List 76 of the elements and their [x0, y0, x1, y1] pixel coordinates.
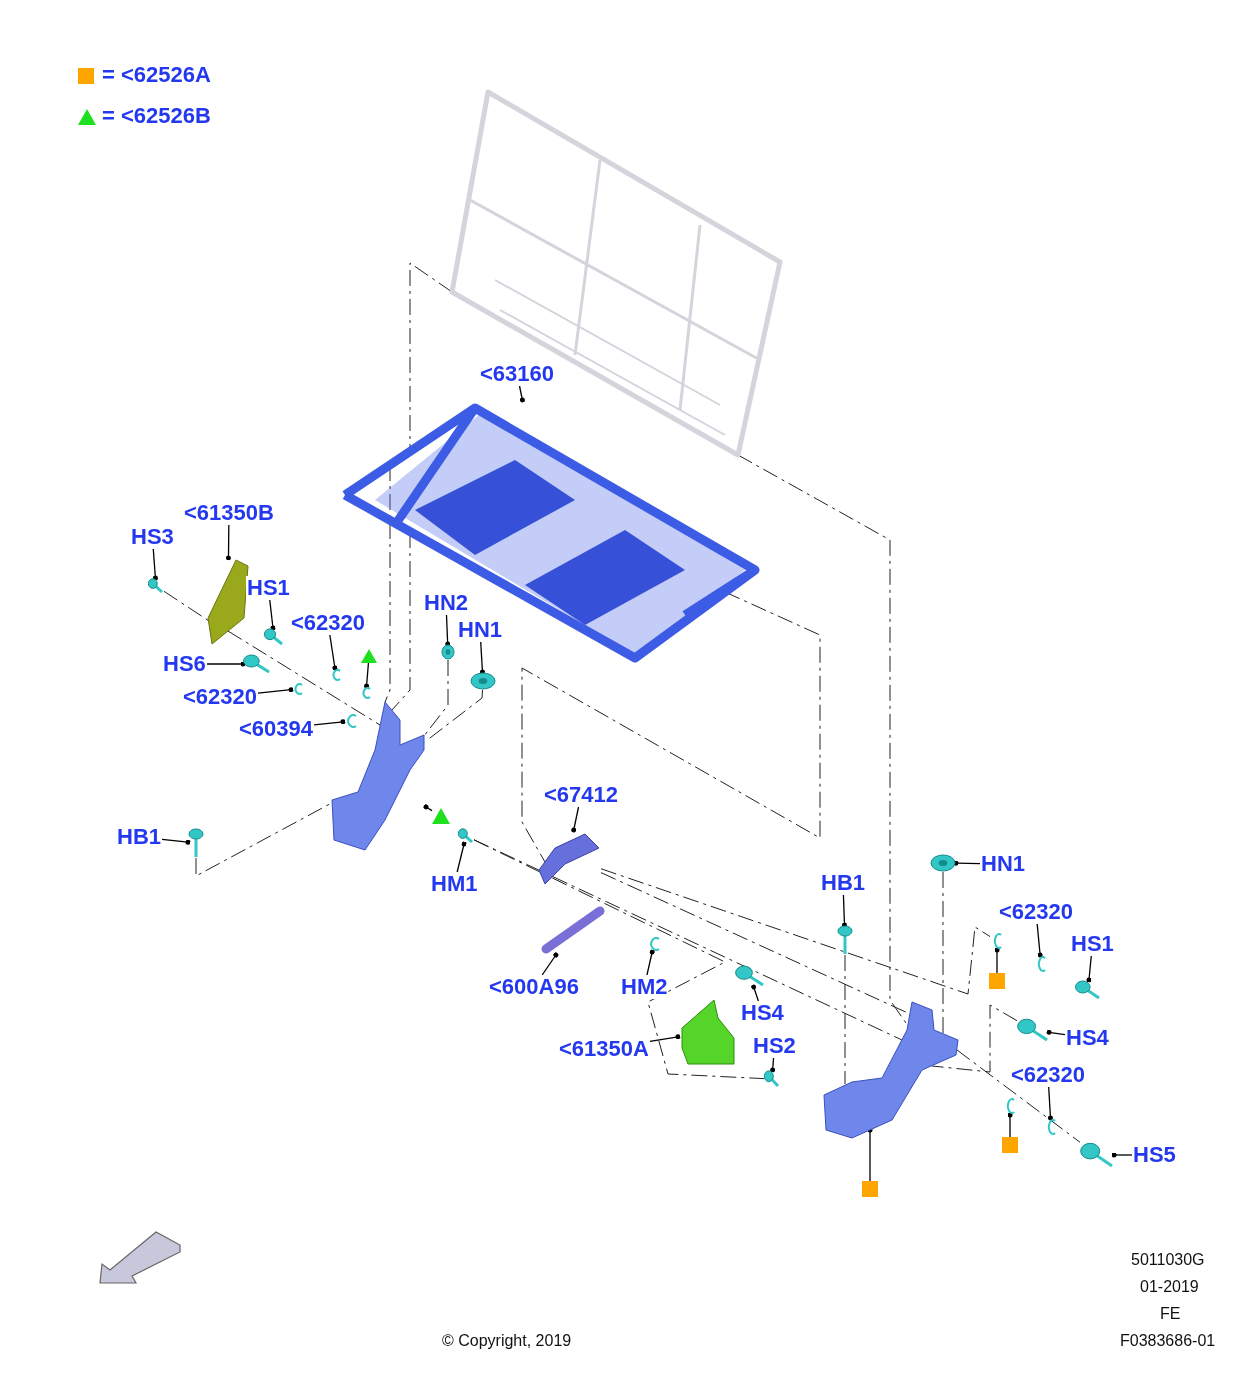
- clip-icon: [291, 682, 305, 696]
- drawing-code: 01-2019: [1140, 1277, 1199, 1297]
- square-marker: [1002, 1137, 1018, 1153]
- side-cover-drawing: [678, 998, 736, 1066]
- leader-line: [423, 804, 433, 812]
- assembly-line: [931, 1004, 1018, 1073]
- bracket-drawing: [822, 1000, 962, 1140]
- leader-line: [226, 524, 231, 561]
- rod-drawing: [540, 905, 606, 955]
- assembly-line: [521, 591, 821, 863]
- screw-icon: [735, 965, 765, 987]
- leader-line: [456, 841, 467, 873]
- drawing-code: 5011030G: [1131, 1250, 1205, 1270]
- leader-line: [646, 949, 655, 976]
- assembly-line: [942, 871, 944, 1035]
- leader-line: [257, 687, 294, 694]
- copyright-note: © Copyright, 2019: [442, 1331, 572, 1351]
- square-marker: [862, 1181, 878, 1197]
- leader-line: [518, 385, 525, 403]
- leader-line: [329, 634, 338, 671]
- leader-line: [161, 838, 191, 845]
- triangle-marker: [361, 649, 377, 663]
- bolt-icon: [188, 828, 204, 858]
- screw-icon: [1075, 980, 1101, 1000]
- drawing-code: F0383686-01: [1120, 1331, 1216, 1351]
- leader-line: [1111, 1152, 1133, 1158]
- leader-line: [269, 599, 276, 631]
- screw-icon: [1080, 1142, 1114, 1168]
- bolt-icon: [837, 925, 853, 955]
- leader-line: [313, 719, 346, 726]
- square-marker: [989, 973, 1005, 989]
- clip-icon: [359, 686, 373, 700]
- side-cover-drawing: [206, 558, 250, 646]
- clip-icon: [329, 668, 343, 682]
- assembly-line: [423, 659, 449, 737]
- callout-label: HM2: [620, 975, 669, 999]
- nut-icon: [441, 644, 455, 660]
- leader-line: [649, 1034, 681, 1043]
- leader-line: [480, 641, 485, 675]
- leader-line: [445, 614, 451, 647]
- triangle-marker: [432, 808, 450, 824]
- leader-line: [364, 662, 370, 689]
- leader-line: [1046, 1029, 1066, 1036]
- leader-line: [842, 894, 847, 928]
- assembly-line: [600, 868, 991, 995]
- nut-icon: [930, 854, 956, 872]
- screw-icon: [764, 1070, 780, 1088]
- leader-line: [1007, 1112, 1013, 1138]
- drawing-code: FE: [1160, 1304, 1181, 1324]
- leader-line: [1036, 923, 1043, 958]
- leader-line: [1048, 1086, 1053, 1121]
- assembly-line: [195, 803, 331, 877]
- leader-line: [541, 952, 559, 976]
- leader-line: [1086, 955, 1092, 983]
- screw-icon: [243, 654, 271, 674]
- screw-icon: [458, 828, 474, 844]
- assembly-line: [227, 630, 381, 726]
- nut-icon: [470, 672, 496, 690]
- leader-line: [953, 860, 981, 866]
- screw-icon: [1017, 1018, 1049, 1042]
- assembly-line: [844, 954, 846, 1085]
- leader-line: [867, 1127, 873, 1182]
- assembly-line: [956, 1049, 1081, 1143]
- assembly-line: [163, 590, 210, 622]
- leader-line: [152, 548, 158, 581]
- callout-label: HS1: [246, 576, 291, 600]
- legend-text: = <62526A: [102, 63, 211, 87]
- leader-line: [571, 806, 580, 833]
- leader-line: [206, 661, 246, 667]
- assembly-line: [473, 839, 903, 1041]
- screw-icon: [264, 628, 284, 646]
- screw-icon: [148, 578, 164, 594]
- leader-line: [751, 984, 760, 1002]
- leader-line: [770, 1057, 776, 1073]
- legend-text: = <62526B: [102, 104, 211, 128]
- leader-line: [994, 947, 1000, 974]
